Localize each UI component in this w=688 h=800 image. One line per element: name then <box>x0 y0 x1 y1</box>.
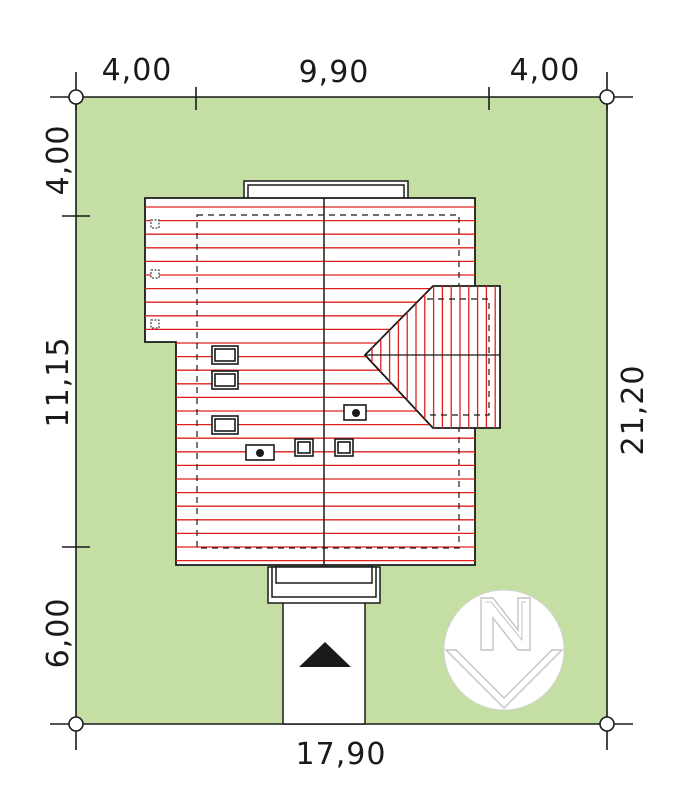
triangle-up-icon <box>299 642 351 667</box>
dim-bottom: 17,90 <box>296 737 387 772</box>
gable-wall-outline <box>427 298 490 416</box>
roof-wall-outline <box>196 214 460 549</box>
dim-top-middle: 9,90 <box>299 55 370 90</box>
roof-top-dormer <box>243 180 409 200</box>
entrance-steps <box>267 566 381 604</box>
corner-markers <box>68 89 615 732</box>
chimney-flues <box>256 409 360 457</box>
dim-top-left: 4,00 <box>102 53 173 88</box>
roof-main <box>144 197 476 566</box>
north-arrow-icon <box>443 589 565 711</box>
dim-left-middle: 11,15 <box>41 337 76 428</box>
dim-left-top: 4,00 <box>41 125 76 196</box>
dim-top-right: 4,00 <box>510 53 581 88</box>
dim-right: 21,20 <box>616 365 651 456</box>
dim-left-bottom: 6,00 <box>41 598 76 669</box>
roof-windows <box>211 345 354 457</box>
roof-vents <box>150 219 160 329</box>
